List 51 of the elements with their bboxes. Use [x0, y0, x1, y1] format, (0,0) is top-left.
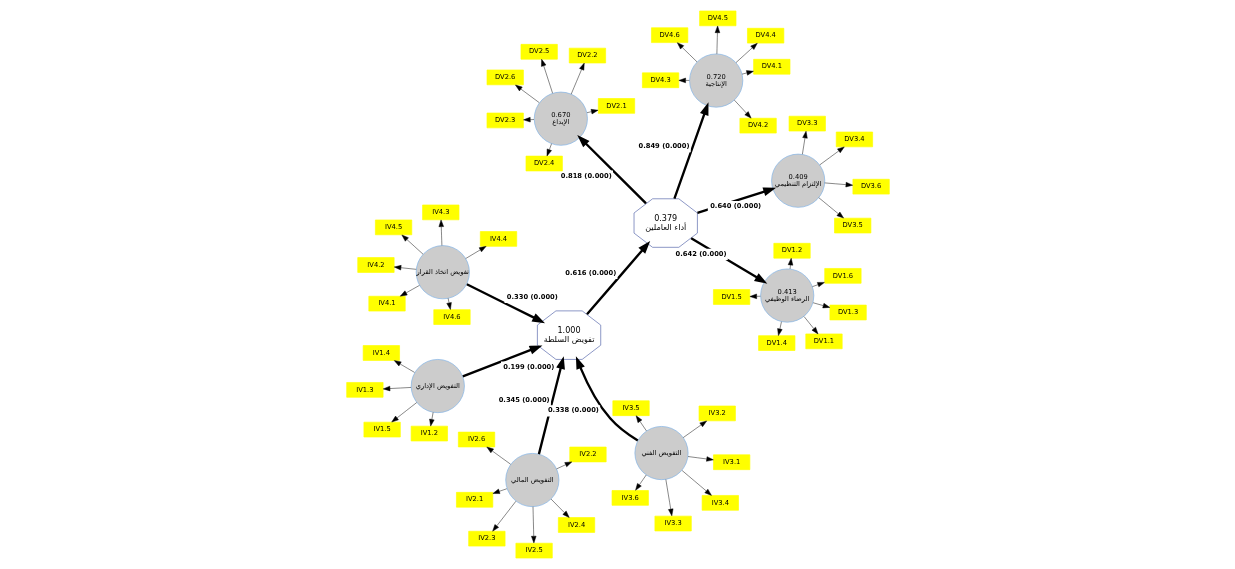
arrow	[585, 241, 650, 316]
arrow	[492, 488, 507, 494]
arrow	[682, 420, 707, 438]
arrow	[537, 356, 565, 455]
arrow	[570, 62, 584, 95]
arrow	[824, 182, 853, 188]
arrow	[749, 293, 761, 299]
arrow	[393, 360, 415, 373]
arrow	[818, 197, 844, 219]
arrow	[803, 316, 818, 335]
arrow	[586, 109, 598, 115]
arrow	[635, 415, 647, 432]
arrow	[461, 345, 542, 378]
arrow	[393, 265, 416, 271]
arrow	[776, 321, 782, 336]
arrow	[486, 446, 511, 465]
arrow	[676, 42, 697, 63]
arrow	[555, 461, 572, 470]
arrow	[714, 25, 720, 55]
arrow	[678, 77, 690, 83]
arrow	[681, 470, 712, 496]
arrow	[522, 117, 534, 123]
arrow	[811, 282, 825, 288]
arrow	[634, 474, 646, 491]
arrow	[812, 302, 830, 309]
arrow	[687, 456, 714, 462]
arrow	[540, 59, 553, 94]
arrow	[530, 506, 536, 544]
arrow	[514, 84, 539, 103]
arrow	[672, 102, 708, 199]
arrow	[446, 298, 452, 310]
arrow	[735, 43, 758, 63]
arrow	[550, 498, 569, 518]
arrow	[576, 135, 647, 205]
arrow	[465, 246, 486, 259]
arrow	[787, 258, 793, 270]
arrow	[401, 234, 423, 255]
arrow	[741, 70, 754, 76]
arrow	[733, 100, 751, 119]
arrow	[428, 412, 434, 427]
arrow	[665, 479, 673, 517]
arrow	[465, 283, 545, 324]
arrow	[438, 219, 444, 246]
arrow	[819, 146, 844, 166]
arrow	[575, 356, 638, 442]
arrow	[390, 402, 417, 423]
arrow	[801, 131, 808, 155]
arrow	[546, 143, 552, 157]
arrow	[491, 500, 516, 532]
arrow	[382, 385, 411, 392]
arrow	[399, 285, 420, 297]
